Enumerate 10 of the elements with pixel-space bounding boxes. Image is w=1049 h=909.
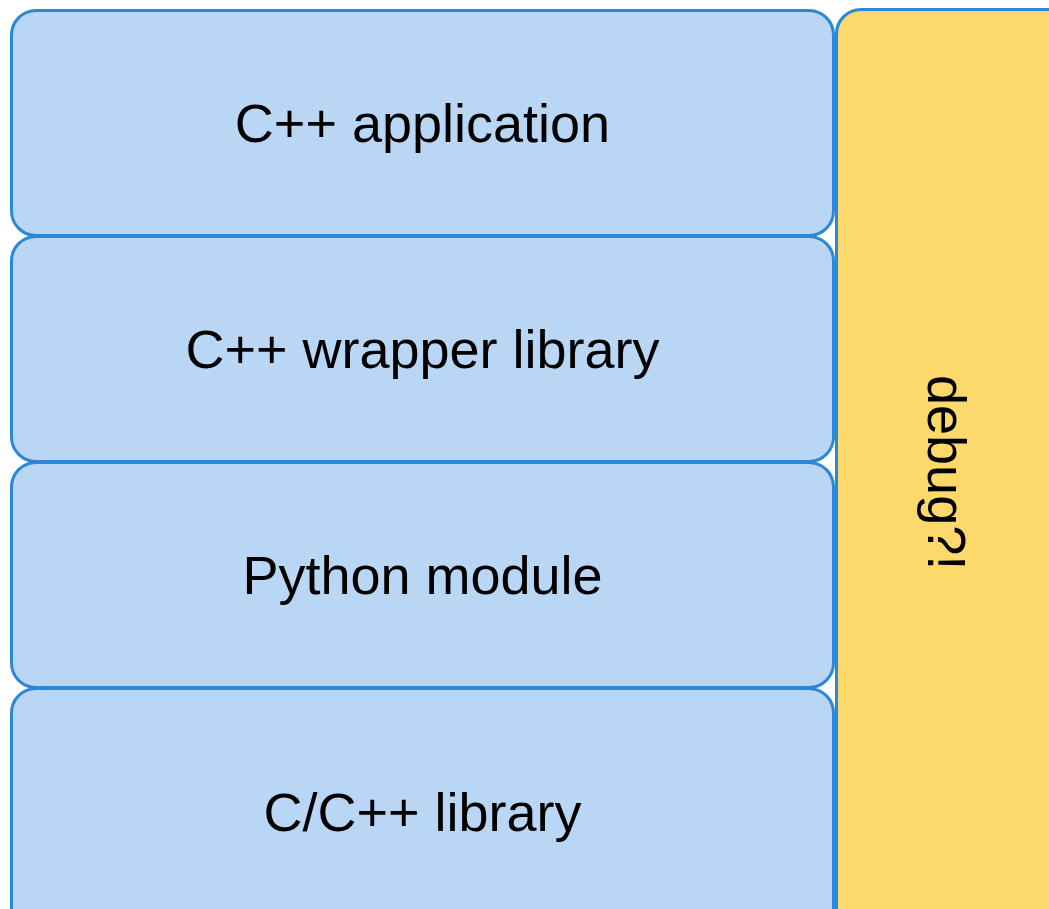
layer-label: Python module (242, 544, 603, 606)
layer-box (10, 687, 835, 909)
layer-label: C/C++ library (263, 781, 582, 843)
layer-label: C++ application (234, 92, 611, 154)
layer-label: debug?! (916, 375, 978, 571)
layer-box (10, 235, 835, 463)
layer-box (10, 9, 835, 237)
side-bar (835, 8, 1049, 909)
layer-box (10, 461, 835, 689)
layer-label: C++ wrapper library (185, 318, 660, 380)
